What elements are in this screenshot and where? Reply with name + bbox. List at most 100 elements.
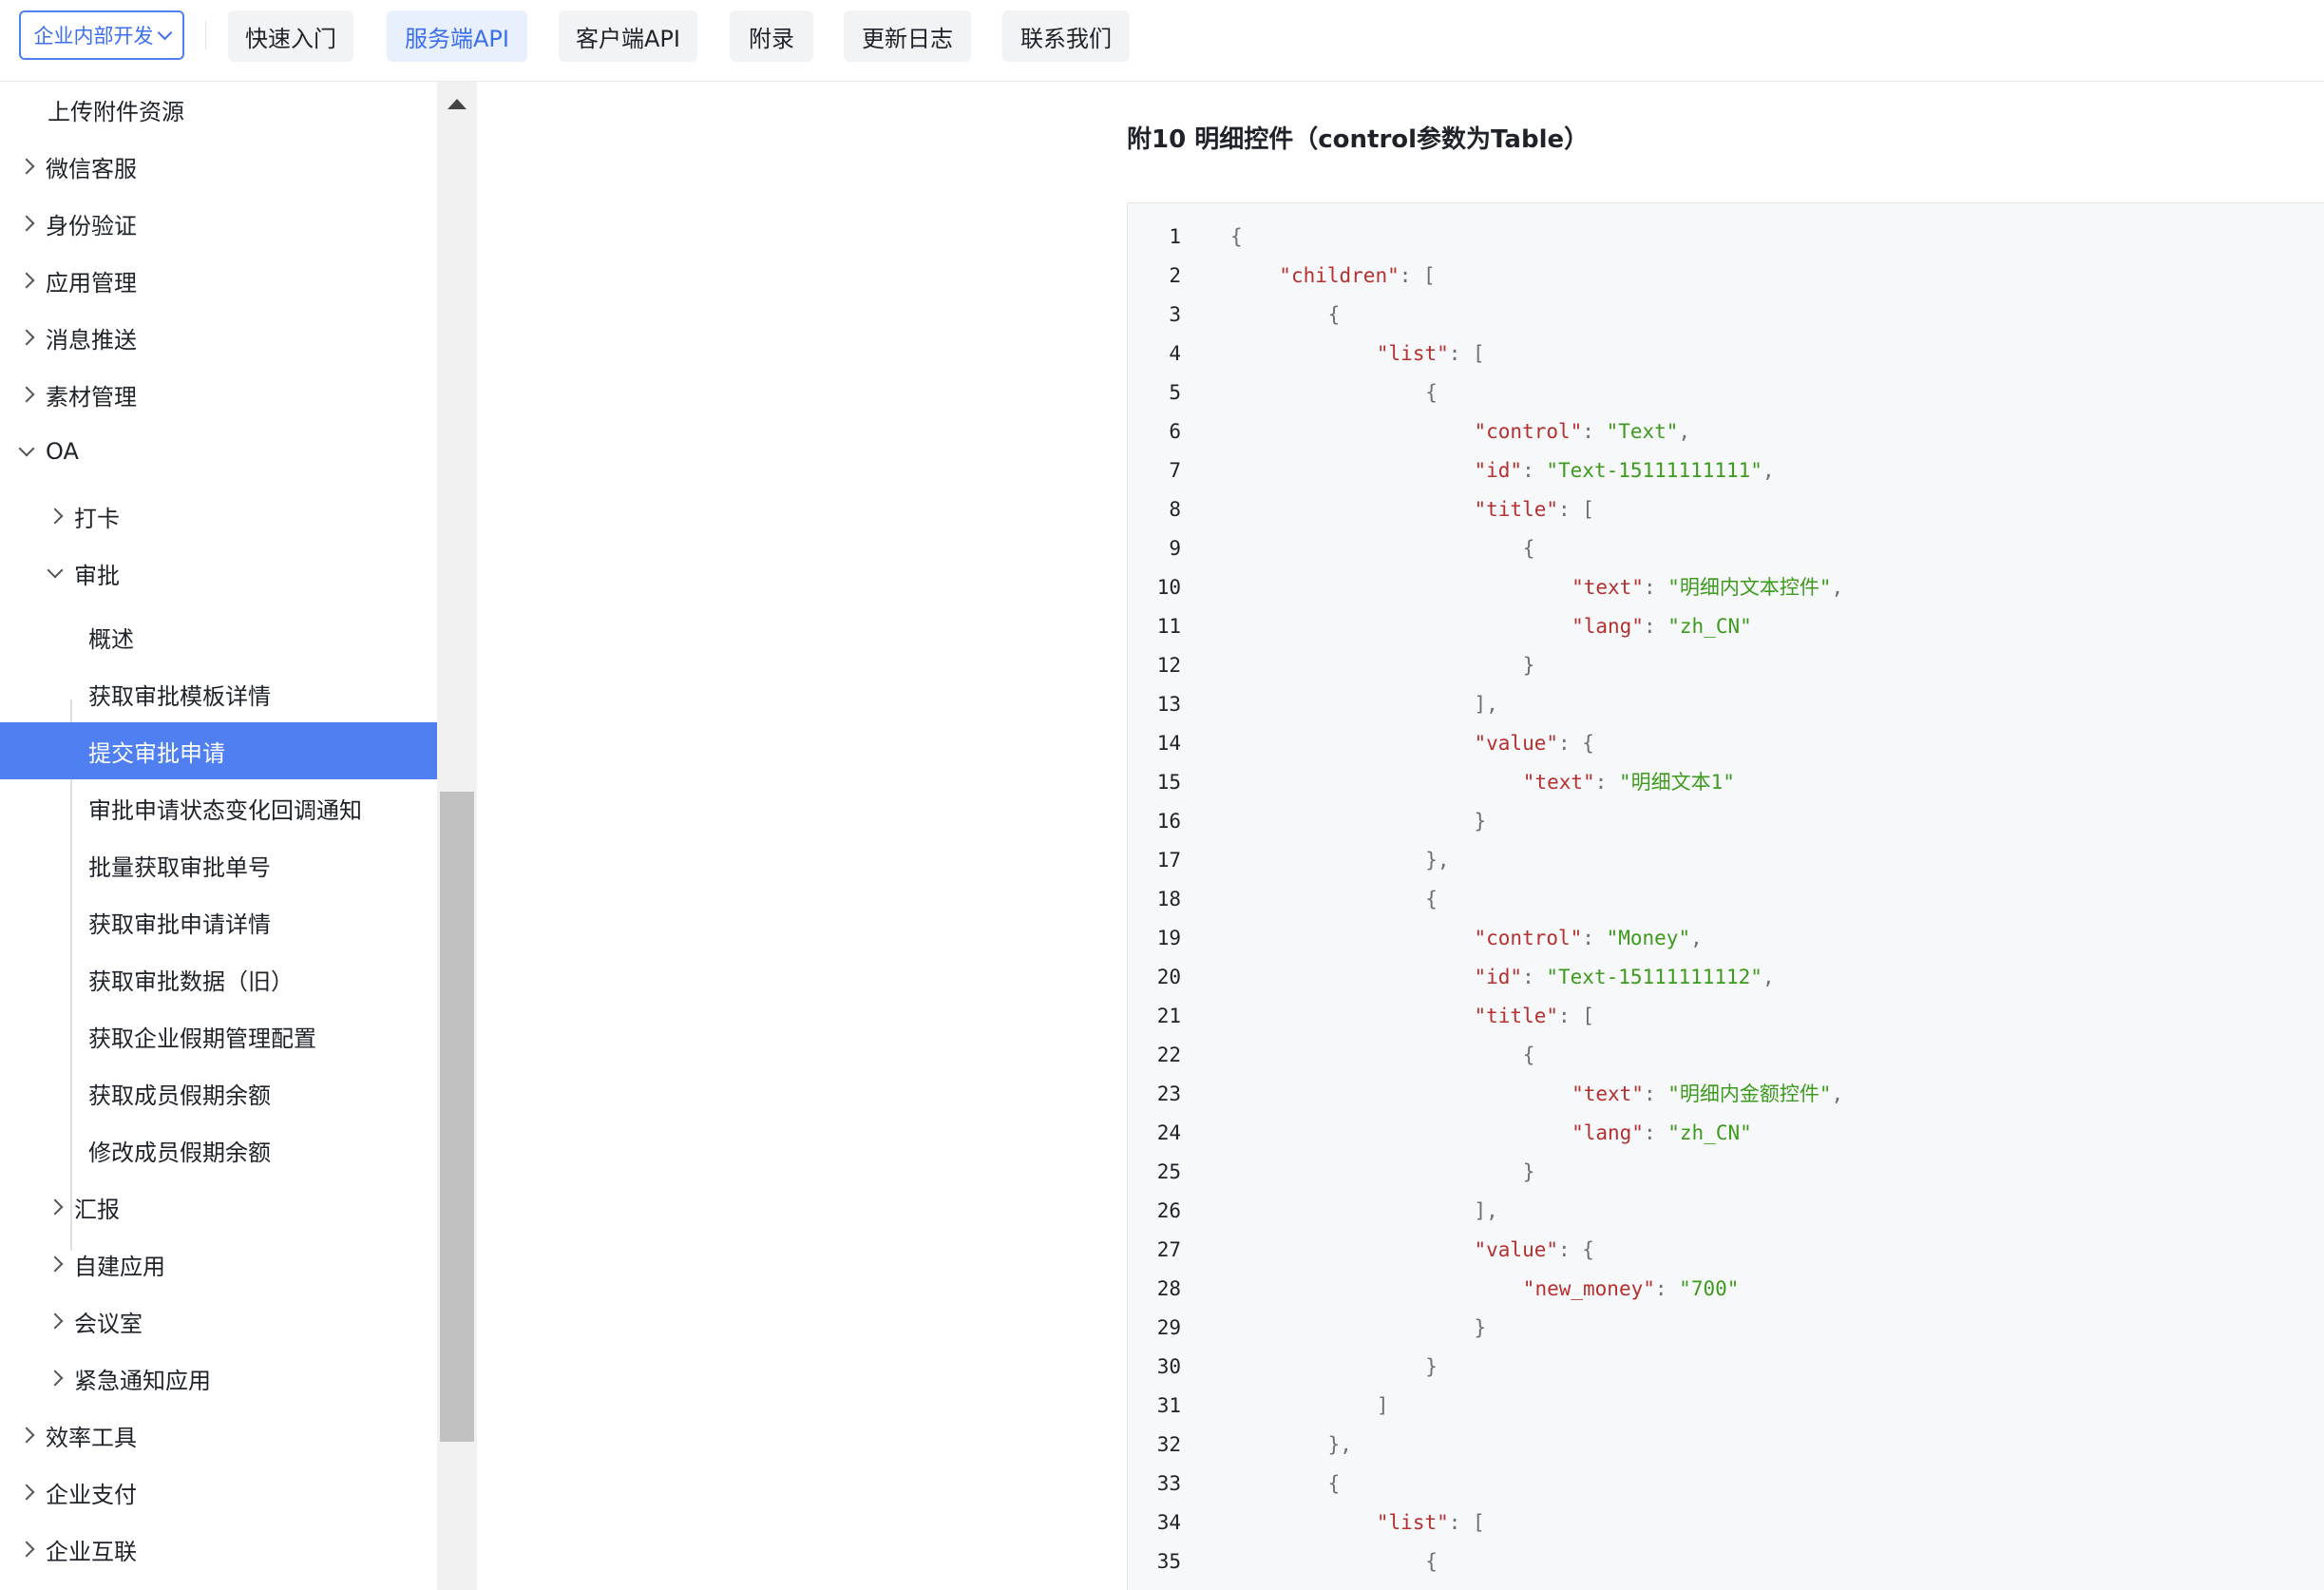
json-punct: : [ (1448, 1511, 1485, 1534)
sidebar-item[interactable]: 身份验证 (0, 195, 437, 252)
json-punct: { (1522, 1044, 1535, 1066)
sidebar-item-label: 获取成员假期余额 (88, 1082, 271, 1109)
line-number: 5 (1169, 381, 1181, 404)
code-text: { (1425, 1542, 1438, 1581)
sidebar-item[interactable]: 获取企业假期管理配置 (0, 1007, 437, 1064)
sidebar-item[interactable]: 上传附件资源 (0, 82, 437, 138)
json-string: "明细文本1" (1618, 771, 1735, 794)
json-string: "Money" (1606, 927, 1691, 949)
sidebar-item[interactable]: 修改成员假期余额 (0, 1121, 437, 1178)
json-string: "Text-15111111112" (1546, 966, 1762, 988)
sidebar-item[interactable]: 获取审批数据（旧） (0, 950, 437, 1007)
code-line: 10"text": "明细内文本控件", (1128, 568, 2324, 607)
org-type-dropdown[interactable]: 企业内部开发 (19, 10, 184, 60)
code-line: 12} (1128, 646, 2324, 685)
code-line: 21"title": [ (1128, 997, 2324, 1036)
sidebar-item[interactable]: 自建应用 (0, 1236, 437, 1293)
chevron-down-icon (157, 25, 172, 40)
sidebar-scroll-thumb[interactable] (440, 792, 474, 1442)
tab-label: 客户端API (576, 25, 680, 52)
sidebar-item[interactable]: 微信客服 (0, 138, 437, 195)
code-line: 35{ (1128, 1542, 2324, 1581)
code-text: "children": [ (1279, 257, 1435, 296)
line-number: 31 (1156, 1394, 1181, 1417)
code-text: "control": "Money", (1475, 919, 1703, 958)
code-line: 29} (1128, 1309, 2324, 1348)
sidebar-item[interactable]: OA (0, 423, 437, 480)
code-text: "control": "Text", (1475, 412, 1691, 451)
json-string: "明细内金额控件" (1667, 1082, 1832, 1105)
json-punct: : [ (1558, 498, 1594, 521)
code-text: "list": [ (1377, 1504, 1485, 1542)
json-punct: ], (1474, 693, 1498, 716)
line-number: 22 (1156, 1044, 1181, 1066)
tab-quick-start[interactable]: 快速入门 (228, 10, 353, 62)
sidebar-item[interactable]: 批量获取审批单号 (0, 836, 437, 893)
chevron-down-icon (18, 440, 35, 457)
sidebar-item[interactable]: 概述 (0, 608, 437, 665)
line-number: 8 (1169, 498, 1181, 521)
section-heading: 附10 明细控件（control参数为Table） (1127, 125, 1590, 154)
tab-server-api[interactable]: 服务端API (387, 10, 527, 62)
sidebar-item-label: 企业支付 (46, 1481, 137, 1508)
line-number: 32 (1156, 1433, 1181, 1456)
code-text: "text": "明细文本1" (1523, 763, 1735, 802)
chevron-right-icon (18, 215, 35, 232)
json-punct: { (1327, 1472, 1341, 1495)
chevron-down-icon (47, 562, 64, 579)
sidebar-item[interactable]: 获取审批申请详情 (0, 893, 437, 950)
top-navigation-bar: 企业内部开发 快速入门 服务端API 客户端API 附录 更新日志 联系我们 (0, 0, 2324, 82)
sidebar-item[interactable]: 会议室 (0, 1293, 437, 1350)
sidebar-item[interactable]: 审批 (0, 545, 437, 602)
code-line: 14"value": { (1128, 724, 2324, 763)
code-text: { (1523, 529, 1535, 568)
json-punct: } (1522, 654, 1535, 677)
line-number: 16 (1156, 810, 1181, 833)
line-number: 13 (1156, 693, 1181, 716)
scroll-up-arrow-icon[interactable] (448, 99, 467, 109)
chevron-right-icon (47, 1312, 64, 1330)
sidebar-item[interactable]: 获取审批模板详情 (0, 665, 437, 722)
sidebar-item[interactable]: 审批申请状态变化回调通知 (0, 779, 437, 836)
chevron-right-icon (47, 1198, 64, 1216)
sidebar-item[interactable]: 应用管理 (0, 252, 437, 309)
sidebar-item-label: 提交审批申请 (88, 739, 225, 767)
code-text: "title": [ (1475, 490, 1594, 529)
tab-contact-us[interactable]: 联系我们 (1002, 10, 1130, 62)
code-line: 5{ (1128, 374, 2324, 412)
sidebar-item-label: OA (46, 438, 79, 465)
sidebar-item[interactable]: 紧急通知应用 (0, 1350, 437, 1407)
tab-changelog[interactable]: 更新日志 (844, 10, 971, 62)
sidebar-item[interactable]: 效率工具 (0, 1407, 437, 1464)
sidebar-item[interactable]: 打卡 (0, 488, 437, 545)
sidebar-item-label: 素材管理 (46, 383, 137, 411)
json-punct: : [ (1399, 264, 1436, 287)
json-punct: , (1831, 1082, 1844, 1105)
sidebar-item[interactable]: 企业支付 (0, 1464, 437, 1521)
code-text: "id": "Text-15111111111", (1475, 451, 1775, 490)
sidebar-item[interactable]: 获取成员假期余额 (0, 1064, 437, 1121)
json-key: "control" (1474, 927, 1583, 949)
sidebar-item-label: 应用管理 (46, 269, 137, 297)
line-number: 10 (1156, 576, 1181, 599)
tab-appendix[interactable]: 附录 (730, 10, 813, 62)
sidebar-item[interactable]: 汇报 (0, 1178, 437, 1236)
json-punct: , (1762, 459, 1775, 482)
sidebar-item-label: 审批申请状态变化回调通知 (88, 796, 362, 824)
code-text: { (1328, 1465, 1341, 1504)
line-number: 9 (1169, 537, 1181, 560)
code-text: "title": [ (1475, 997, 1594, 1036)
code-line: 28"new_money": "700" (1128, 1270, 2324, 1309)
code-line: 31] (1128, 1387, 2324, 1426)
sidebar-item[interactable]: 企业互联 (0, 1521, 437, 1578)
chevron-right-icon (47, 1370, 64, 1387)
code-line: 9{ (1128, 529, 2324, 568)
sidebar-item[interactable]: 消息推送 (0, 309, 437, 366)
json-string: "zh_CN" (1667, 615, 1752, 638)
sidebar-item[interactable]: 提交审批申请 (0, 722, 437, 779)
tab-client-api[interactable]: 客户端API (559, 10, 697, 62)
json-punct: { (1230, 225, 1243, 248)
sidebar-item[interactable]: 素材管理 (0, 366, 437, 423)
code-line: 23"text": "明细内金额控件", (1128, 1075, 2324, 1114)
line-number: 28 (1156, 1277, 1181, 1300)
